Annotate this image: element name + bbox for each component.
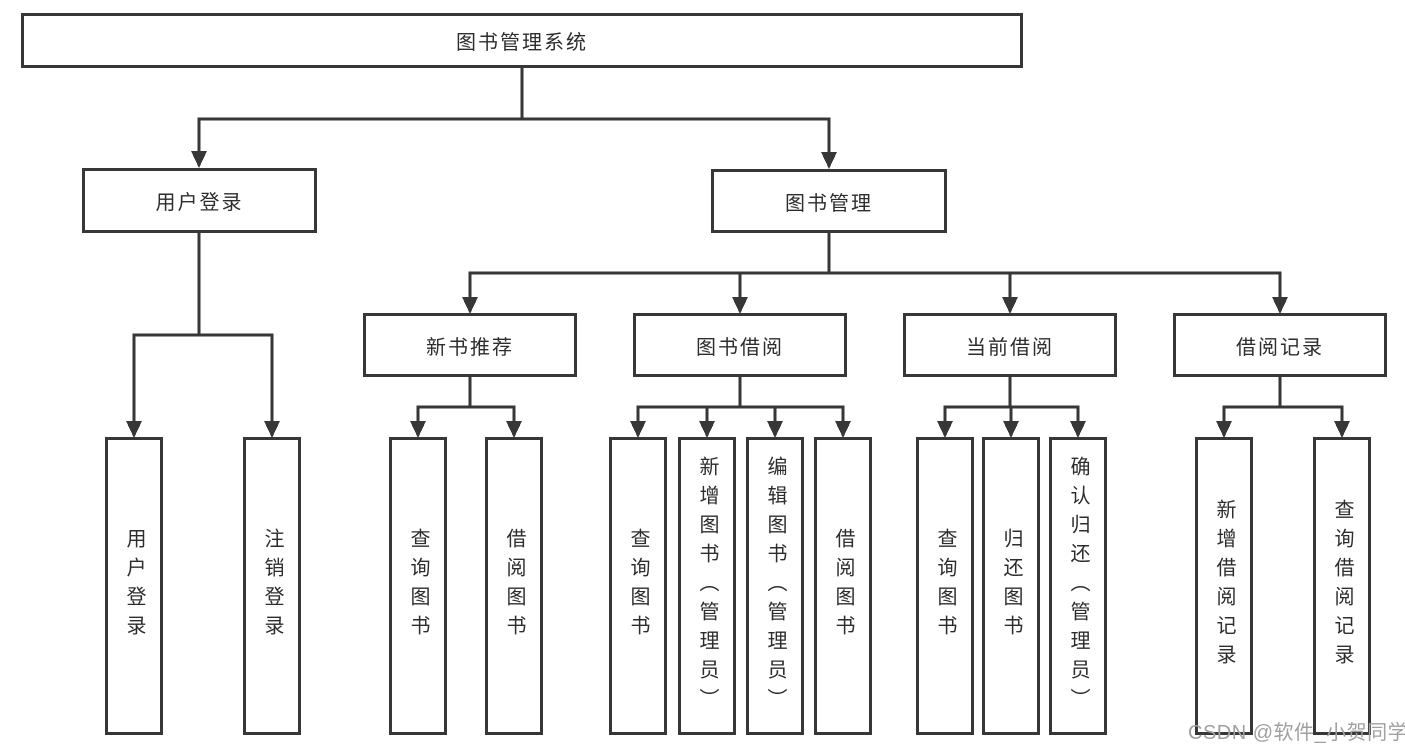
leaf-borrow-books-recommend: 借阅图书 bbox=[485, 437, 543, 735]
node-book-management-label: 图书管理 bbox=[785, 192, 873, 215]
leaf-add-books-admin: 新增图书（管理员） bbox=[678, 437, 736, 735]
node-root-label: 图书管理系统 bbox=[456, 32, 588, 54]
node-user-login-label: 用户登录 bbox=[155, 192, 244, 214]
node-new-book-recommend-label: 新书推荐 bbox=[426, 336, 514, 359]
leaf-confirm-return-admin: 确认归还（管理员） bbox=[1049, 437, 1107, 735]
node-book-borrow: 图书借阅 bbox=[633, 313, 847, 377]
leaf-logout: 注销登录 bbox=[243, 437, 301, 735]
leaf-edit-books-admin: 编辑图书（管理员） bbox=[746, 437, 804, 735]
leaf-borrow-books: 借阅图书 bbox=[814, 437, 872, 735]
watermark: CSDN @软件_小贺同学 bbox=[1188, 722, 1405, 744]
leaf-user-login: 用户登录 bbox=[105, 437, 163, 735]
node-current-borrow: 当前借阅 bbox=[903, 313, 1117, 377]
node-current-borrow-label: 当前借阅 bbox=[966, 336, 1054, 359]
leaf-add-borrow-record: 新增借阅记录 bbox=[1195, 437, 1253, 735]
leaf-query-books-recommend: 查询图书 bbox=[389, 437, 447, 735]
node-root: 图书管理系统 bbox=[21, 13, 1023, 68]
node-borrow-record: 借阅记录 bbox=[1173, 313, 1387, 377]
node-book-borrow-label: 图书借阅 bbox=[696, 336, 784, 359]
leaf-return-books: 归还图书 bbox=[982, 437, 1040, 735]
node-book-management: 图书管理 bbox=[711, 169, 947, 233]
node-new-book-recommend: 新书推荐 bbox=[363, 313, 577, 377]
leaf-query-books-borrow: 查询图书 bbox=[609, 437, 667, 735]
node-borrow-record-label: 借阅记录 bbox=[1236, 336, 1324, 359]
leaf-query-books-current: 查询图书 bbox=[916, 437, 974, 735]
leaf-query-borrow-record: 查询借阅记录 bbox=[1313, 437, 1371, 735]
node-user-login: 用户登录 bbox=[82, 168, 317, 233]
